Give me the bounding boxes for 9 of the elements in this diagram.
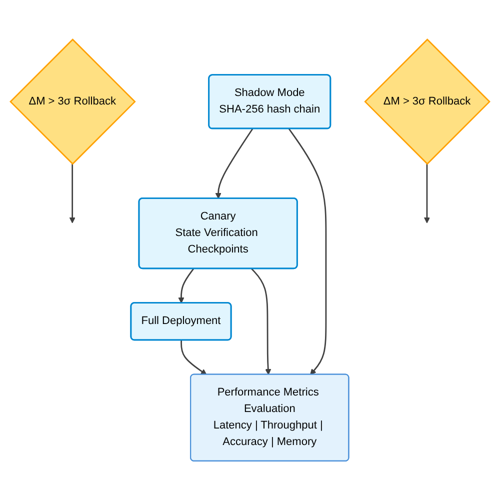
arrow	[178, 268, 194, 304]
arrow	[69, 164, 76, 224]
arrow	[180, 340, 207, 375]
arrow	[288, 128, 327, 375]
arrow	[251, 268, 272, 375]
node-diamond: ΔM > 3σ Rollback	[10, 38, 136, 165]
arrow	[215, 128, 254, 199]
arrow	[424, 164, 430, 224]
node-diamond: ΔM > 3σ Rollback	[364, 38, 490, 165]
